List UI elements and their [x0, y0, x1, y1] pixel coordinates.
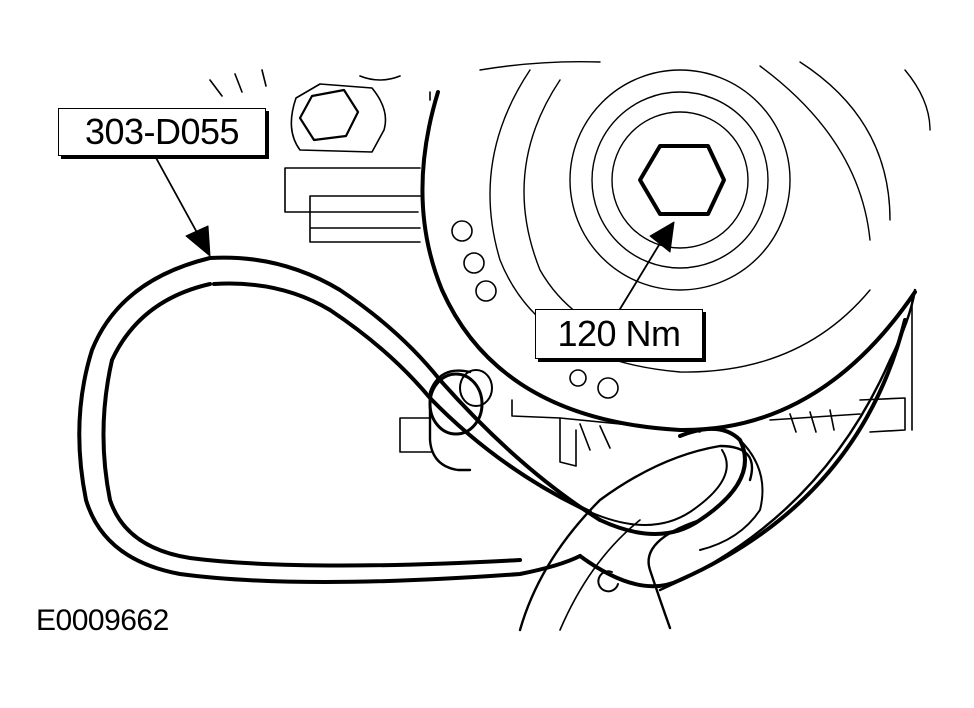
center-bolt-hex	[638, 144, 726, 216]
bolt-head-small	[298, 88, 360, 142]
leader-torque	[619, 221, 675, 310]
tensioner-area	[399, 299, 913, 472]
leader-tool	[154, 155, 211, 257]
tool-number-callout: 303-D055	[58, 108, 266, 156]
torque-spec-callout: 120 Nm	[535, 309, 703, 359]
tool-number-label: 303-D055	[84, 111, 240, 152]
figure-id: E0009662	[36, 604, 169, 637]
drive-belt	[77, 255, 917, 592]
crankshaft-pulley	[420, 60, 931, 433]
engine-background	[209, 69, 431, 243]
special-tool	[518, 444, 754, 632]
torque-spec-label: 120 Nm	[557, 313, 681, 354]
